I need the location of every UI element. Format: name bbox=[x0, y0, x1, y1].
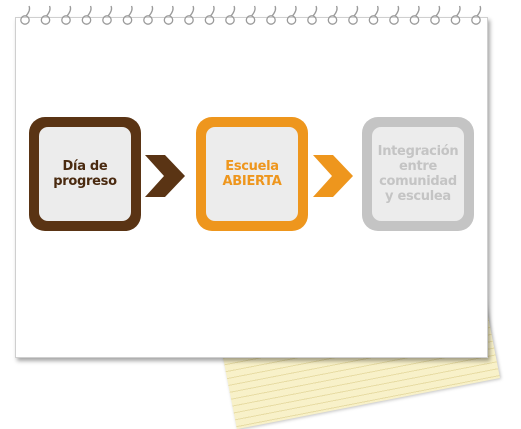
binding-ring-wire bbox=[209, 5, 215, 17]
step-label-line: Día de bbox=[62, 159, 108, 174]
binding-ring bbox=[430, 15, 440, 25]
arrow-step-1-to-2 bbox=[145, 155, 185, 197]
binding-ring-wire bbox=[230, 5, 236, 17]
binding-ring bbox=[20, 15, 30, 25]
binding-ring bbox=[102, 15, 112, 25]
binding-ring-wire bbox=[25, 5, 31, 17]
binding-ring-wire bbox=[353, 5, 359, 17]
step-label-line: progreso bbox=[53, 174, 117, 189]
binding-ring-wire bbox=[107, 5, 113, 17]
step-label-line: entre bbox=[398, 159, 437, 174]
step-escuela-abierta-label: Escuela ABIERTA bbox=[219, 159, 286, 189]
binding-ring bbox=[143, 15, 153, 25]
step-label-line: ABIERTA bbox=[222, 174, 282, 189]
binding-ring-wire bbox=[414, 5, 420, 17]
binding-ring-wire bbox=[250, 5, 256, 17]
binding-ring-wire bbox=[455, 5, 461, 17]
binding-ring bbox=[327, 15, 338, 25]
binding-ring bbox=[163, 15, 174, 25]
step-label-line: Escuela bbox=[225, 159, 279, 174]
binding-ring bbox=[81, 15, 92, 25]
step-label-line: comunidad bbox=[379, 174, 457, 189]
binding-ring bbox=[184, 15, 194, 25]
binding-ring bbox=[450, 15, 461, 25]
step-escuela-abierta: Escuela ABIERTA bbox=[196, 117, 308, 231]
binding-ring-wire bbox=[127, 5, 133, 17]
binding-ring bbox=[122, 15, 133, 25]
binding-ring-wire bbox=[373, 5, 379, 17]
binding-ring bbox=[307, 15, 317, 25]
arrow-step-2-to-3 bbox=[313, 155, 353, 197]
step-dia-de-progreso: Día de progreso bbox=[29, 117, 141, 231]
binding-ring-wire bbox=[45, 5, 51, 17]
binding-ring bbox=[389, 15, 399, 25]
binding-ring bbox=[204, 15, 215, 25]
binding-ring bbox=[225, 15, 235, 25]
binding-ring-wire bbox=[168, 5, 174, 17]
step-label-line: Integración bbox=[377, 144, 459, 159]
binding-ring bbox=[61, 15, 71, 25]
binding-ring bbox=[286, 15, 297, 25]
binding-ring bbox=[409, 15, 420, 25]
binding-ring bbox=[266, 15, 276, 25]
binding-ring-wire bbox=[189, 5, 195, 17]
binding-ring bbox=[40, 15, 51, 25]
step-integracion-comunidad-label: Integración entre comunidad y esculea bbox=[374, 144, 463, 204]
binding-ring-wire bbox=[66, 5, 72, 17]
binding-ring bbox=[245, 15, 256, 25]
binding-ring bbox=[471, 15, 481, 25]
step-dia-de-progreso-label: Día de progreso bbox=[49, 159, 120, 189]
binding-ring-wire bbox=[312, 5, 318, 17]
binding-ring bbox=[368, 15, 379, 25]
binding-ring-wire bbox=[332, 5, 338, 17]
binding-rings bbox=[20, 5, 482, 25]
step-integracion-comunidad: Integración entre comunidad y esculea bbox=[362, 117, 474, 231]
binding-ring-wire bbox=[148, 5, 154, 17]
binding-ring-wire bbox=[271, 5, 277, 17]
binding-ring bbox=[348, 15, 358, 25]
binding-ring-wire bbox=[86, 5, 92, 17]
binding-ring-wire bbox=[435, 5, 441, 17]
step-label-line: y esculea bbox=[385, 189, 451, 204]
binding-ring-wire bbox=[476, 5, 482, 17]
binding-ring-wire bbox=[291, 5, 297, 17]
binding-ring-wire bbox=[394, 5, 400, 17]
